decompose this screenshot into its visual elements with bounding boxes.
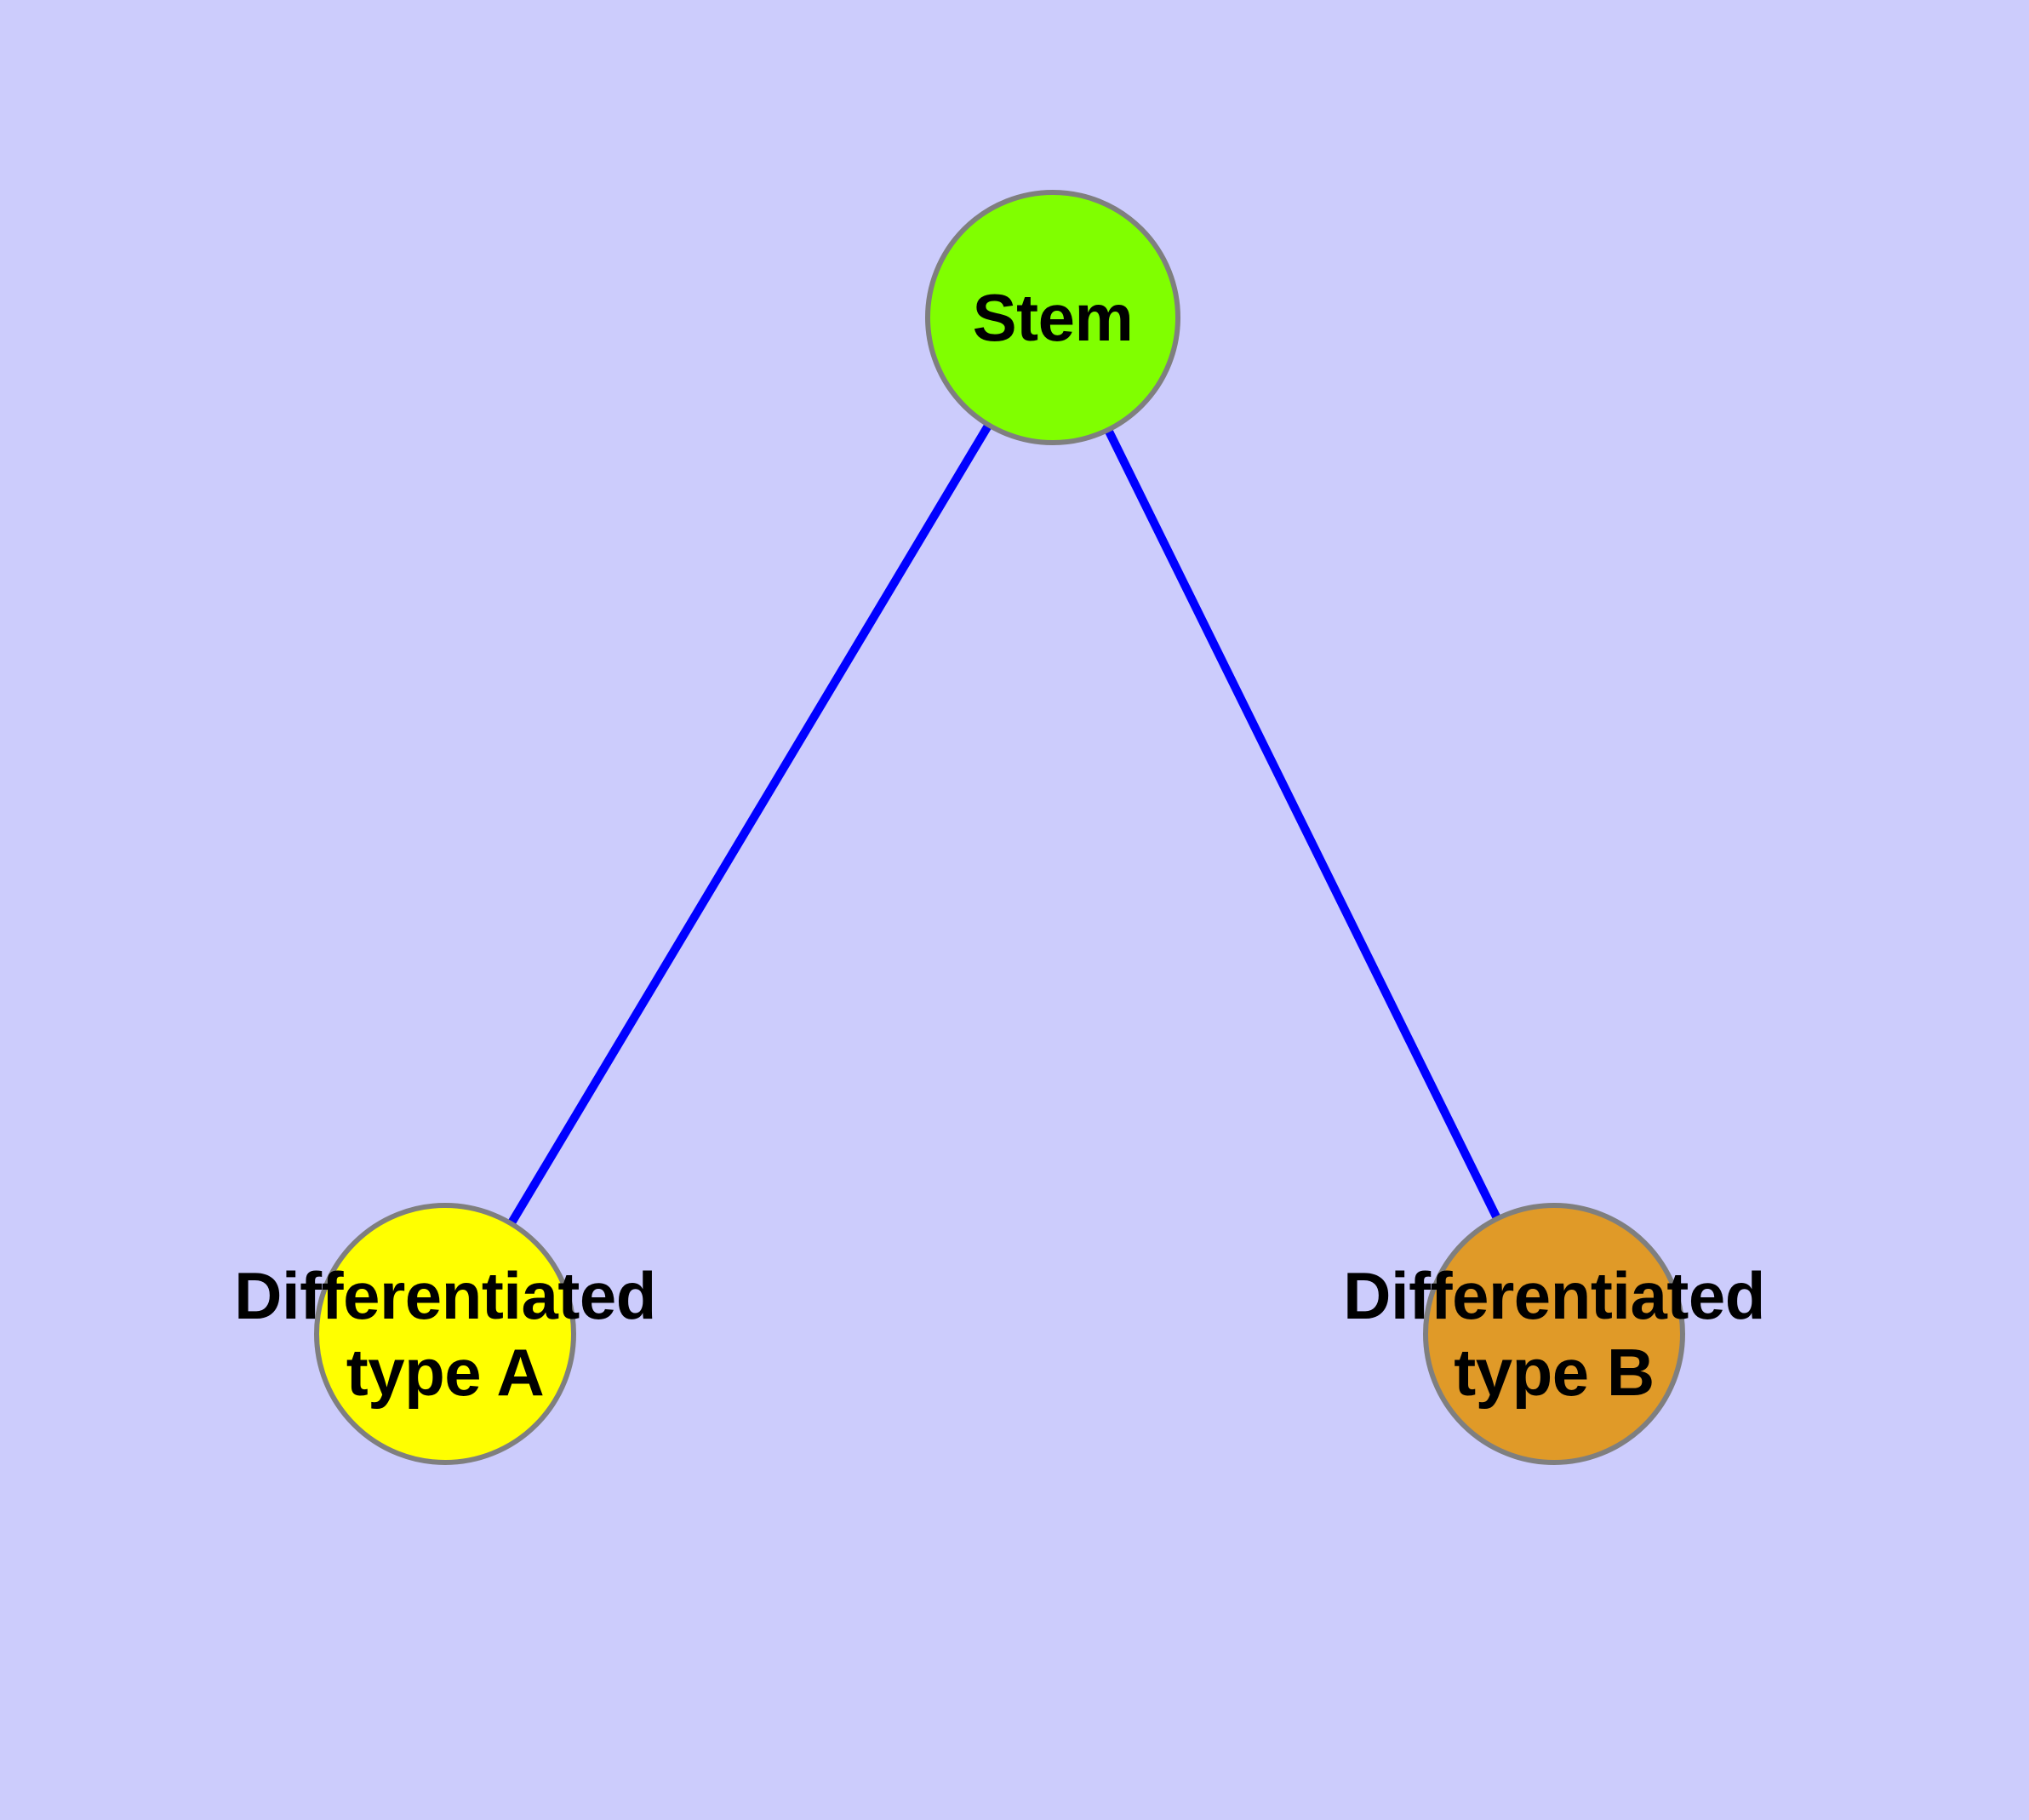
node-stem[interactable] xyxy=(925,190,1180,445)
edge-stem-to-diff-a xyxy=(441,315,1057,1336)
edge-stem-to-diff-b xyxy=(1049,315,1558,1336)
node-label-differentiated-type-b: Differentiated type B xyxy=(1343,1257,1765,1410)
node-differentiated-type-a[interactable] xyxy=(314,1203,576,1465)
node-label-differentiated-type-a: Differentiated type A xyxy=(234,1257,656,1410)
node-label-stem: Stem xyxy=(972,279,1134,355)
node-differentiated-type-b[interactable] xyxy=(1423,1203,1685,1465)
